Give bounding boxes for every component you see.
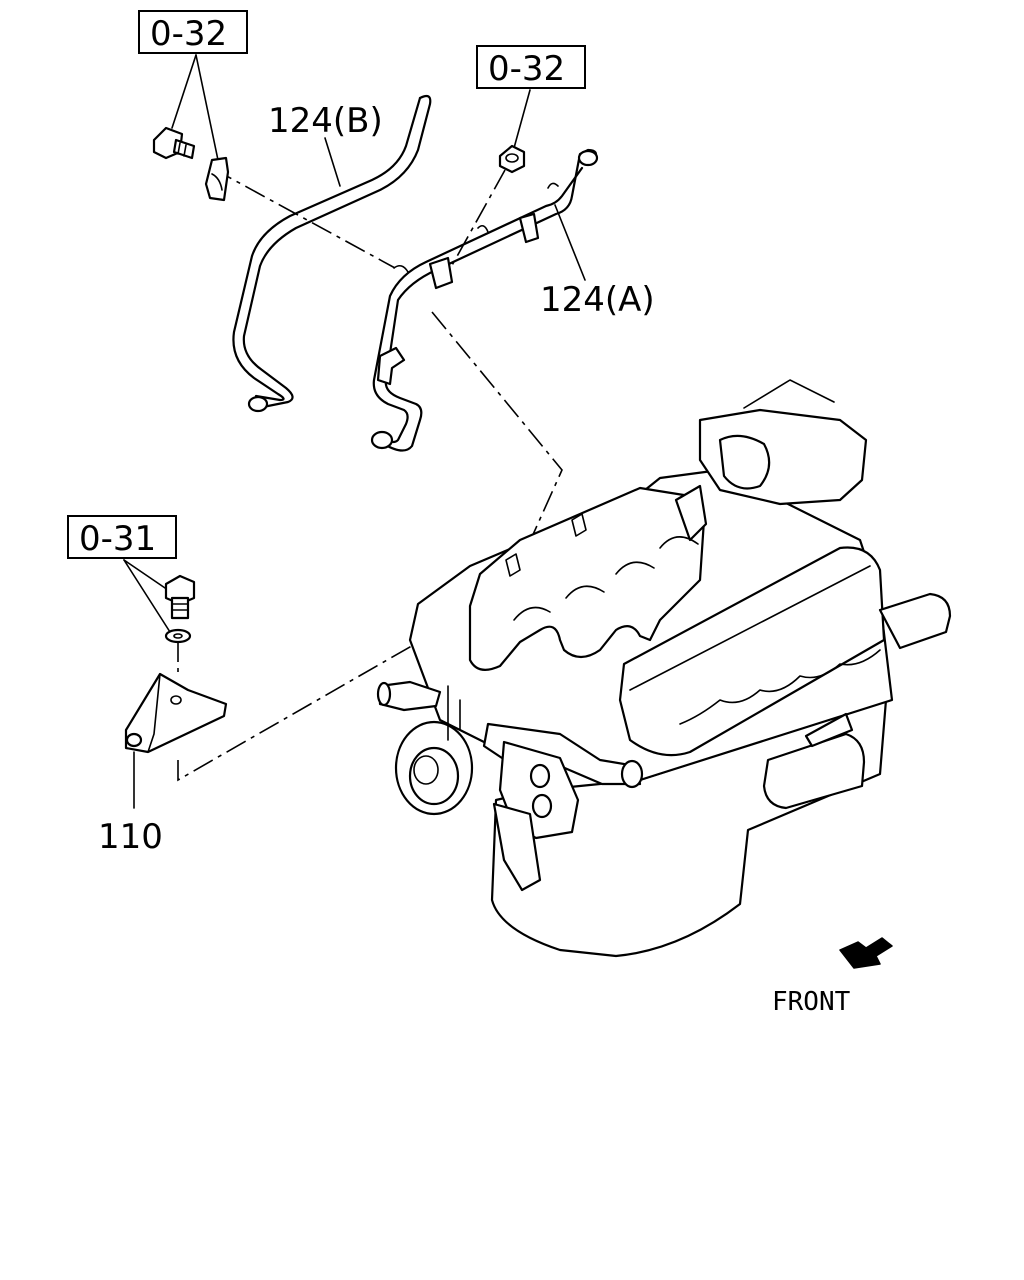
ref-box-0-32-right[interactable]: 0-32 xyxy=(476,45,586,89)
bolt-top-left[interactable] xyxy=(152,126,196,160)
label-124b: 124(B) xyxy=(268,101,383,141)
ref-label-0-32-right: 0-32 xyxy=(488,49,565,89)
engine-block xyxy=(376,379,952,958)
label-110: 110 xyxy=(98,817,163,857)
ref-box-0-31[interactable]: 0-31 xyxy=(67,515,177,559)
pipe-124a[interactable] xyxy=(370,148,599,452)
label-124a: 124(A) xyxy=(540,280,655,320)
nut-top-right[interactable] xyxy=(498,144,526,174)
bolt-bracket[interactable] xyxy=(164,574,196,620)
ref-box-0-32-left[interactable]: 0-32 xyxy=(138,10,248,54)
leader-lines xyxy=(123,54,586,809)
ref-label-0-32-left: 0-32 xyxy=(150,14,227,54)
front-label: FRONT xyxy=(772,987,851,1017)
clip-top-left[interactable] xyxy=(204,156,230,202)
bracket-110[interactable] xyxy=(124,672,228,754)
ref-label-0-31: 0-31 xyxy=(79,519,156,559)
pipe-124b[interactable] xyxy=(232,94,432,413)
front-arrow-icon xyxy=(839,937,893,969)
washer-bracket[interactable] xyxy=(164,628,192,644)
